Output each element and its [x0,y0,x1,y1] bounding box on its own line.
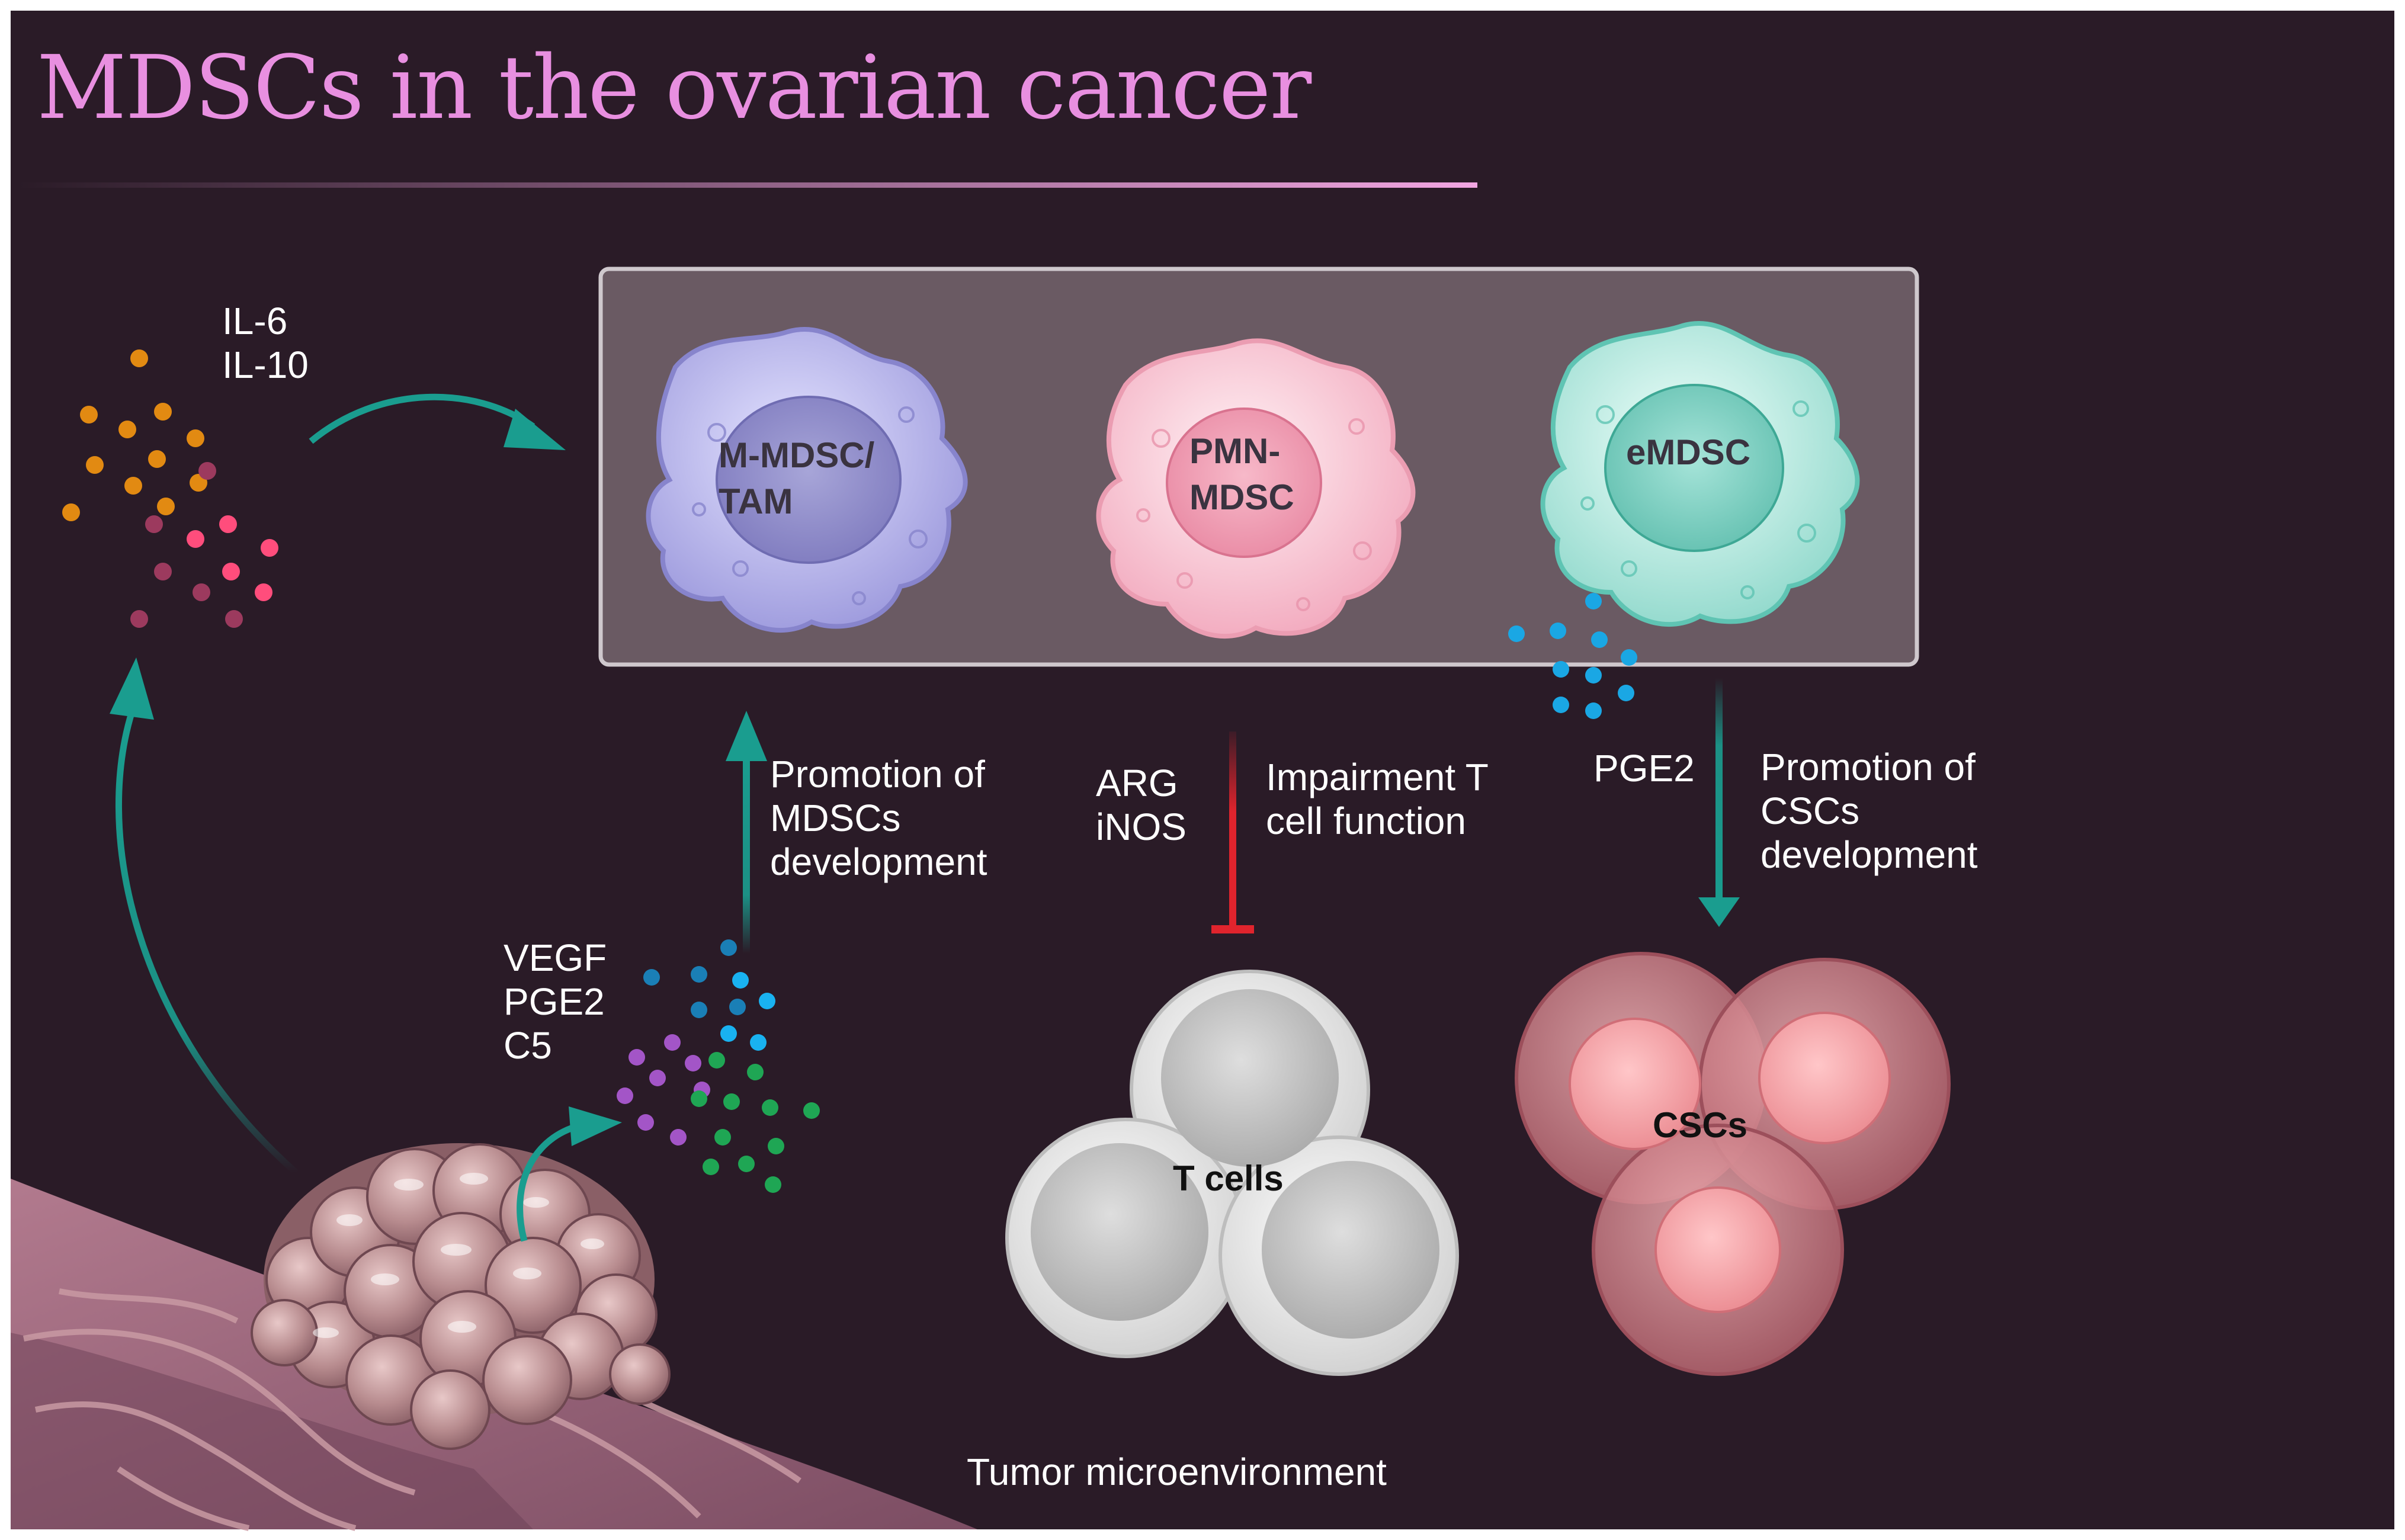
tumor-factors-label: VEGF PGE2 C5 [504,936,607,1067]
inhibit-bar [1211,925,1254,933]
t-cells-cluster [1005,970,1459,1376]
emdsc-cell [1540,320,1860,627]
arrow-promotion-csc-head [1698,897,1740,927]
m-mdsc-label: M-MDSC/ TAM [719,435,875,521]
arg-inos-label: ARG iNOS [1096,762,1187,848]
pge2-dots [1508,593,1637,719]
cytokine-dots [62,349,278,628]
arrow-promotion-csc [1715,678,1723,903]
m-mdsc-cell [646,326,968,633]
pge2-label: PGE2 [1593,747,1695,790]
cscs-label: CSCs [1653,1105,1748,1145]
impairment-label: Impairment T cell function [1266,756,1489,842]
pmn-mdsc-cell [1096,338,1416,639]
arrow-promotion-mdsc-head [726,711,767,761]
arrow-tumor-to-factors [517,1122,582,1242]
inhibit-line [1229,732,1236,933]
promotion-mdsc-label: Promotion of MDSCs development [770,753,987,883]
title-underline [18,182,1477,188]
cscs-cluster [1515,952,1951,1376]
cytokine-label: IL-6 IL-10 [222,300,309,386]
arrow-cytokines-to-mdsc-head [504,409,566,450]
arrow-tumor-to-cytokines-head [110,657,154,720]
arrow-tumor-to-factors-head [569,1106,622,1146]
diagram-title: MDSCs in the ovarian cancer [37,37,1311,139]
arrow-promotion-mdsc [743,758,750,954]
tumor-microenvironment-label: Tumor microenvironment [967,1451,1387,1493]
arrow-tumor-to-cytokines [116,698,299,1176]
t-cells-label: T cells [1173,1159,1284,1198]
tumor-tissue [11,1143,977,1531]
pmn-mdsc-label: PMN- MDSC [1189,431,1294,517]
emdsc-label: eMDSC [1626,432,1751,472]
promotion-csc-label: Promotion of CSCs development [1761,746,1978,876]
arrow-cytokines-to-mdsc [309,393,535,444]
factor-dots [617,939,820,1193]
